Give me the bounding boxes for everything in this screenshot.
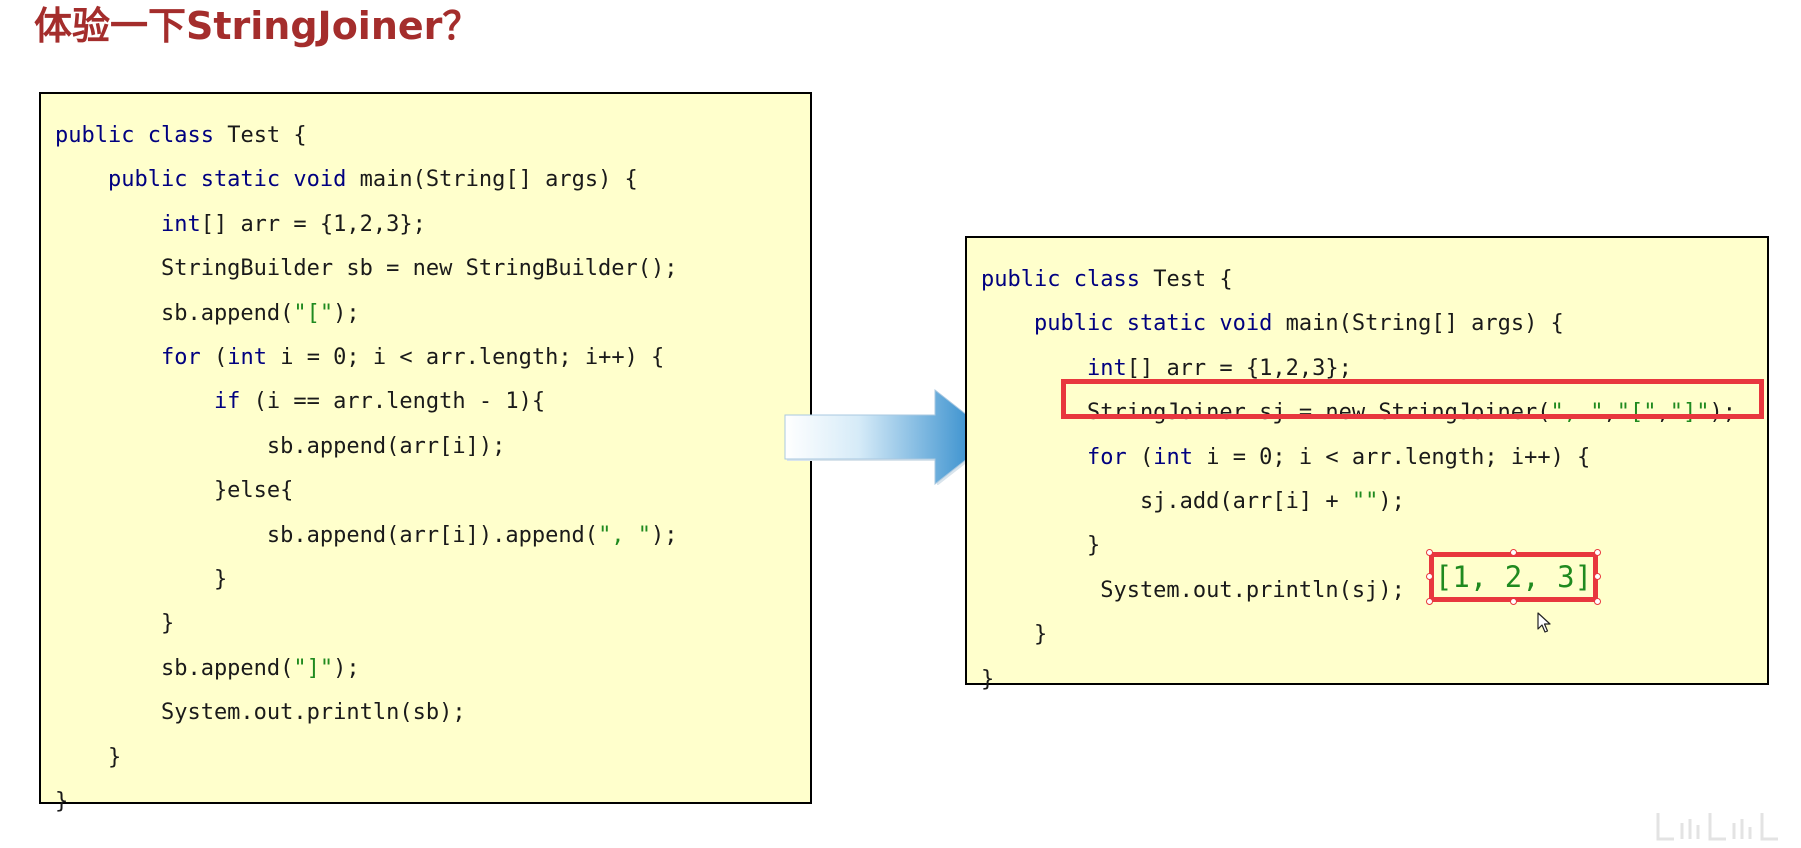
code-line: for (int i = 0; i < arr.length; i++) { [981, 443, 1590, 473]
code-keyword: public class [55, 123, 214, 148]
code-text: main(String[] args) { [346, 167, 638, 193]
code-line: int[] arr = {1,2,3}; [981, 354, 1352, 384]
code-string: "]" [293, 655, 334, 681]
code-text: }else{ [55, 478, 294, 504]
code-line: System.out.println(sj); [981, 576, 1405, 606]
code-text: Test { [213, 123, 307, 148]
code-text: sb.append( [55, 300, 294, 326]
code-text: ); [333, 655, 360, 681]
code-line: public class Test { [55, 121, 307, 151]
code-text: } [981, 666, 995, 692]
code-string: ", " [598, 522, 652, 548]
resize-handle-bottom-right[interactable] [1594, 598, 1601, 605]
code-line: } [981, 665, 994, 695]
code-line: } [55, 565, 227, 595]
code-keyword: if [55, 389, 241, 415]
code-keyword: public class [981, 267, 1140, 292]
code-text: } [55, 744, 122, 770]
resize-handle-top[interactable] [1510, 549, 1517, 556]
code-line: public class Test { [981, 265, 1233, 295]
code-line: sj.add(arr[i] + ""); [981, 487, 1405, 517]
code-text: sb.append( [55, 655, 294, 681]
code-text: ); [651, 522, 678, 548]
code-line: for (int i = 0; i < arr.length; i++) { [55, 343, 664, 373]
code-text: sb.append(arr[i]); [55, 433, 506, 459]
code-line: }else{ [55, 476, 293, 506]
code-keyword: for [981, 444, 1127, 470]
code-text: } [55, 567, 228, 592]
code-line: } [55, 609, 174, 639]
code-line: StringBuilder sb = new StringBuilder(); [55, 254, 678, 284]
code-keyword: for [55, 345, 201, 370]
code-string: "[" [1616, 400, 1657, 426]
code-line: sb.append("["); [55, 299, 360, 329]
code-text: System.out.println(sb); [55, 700, 466, 726]
mouse-cursor-icon [1537, 612, 1551, 633]
code-string: "" [1351, 489, 1379, 514]
code-line: } [981, 531, 1100, 561]
code-text: } [55, 789, 69, 814]
code-text: } [981, 622, 1048, 648]
code-keyword: int [981, 355, 1127, 381]
code-keyword: int [1153, 444, 1193, 470]
code-keyword: int [227, 345, 267, 370]
code-text: ( [200, 345, 228, 370]
resize-handle-left[interactable] [1426, 573, 1433, 580]
code-text: sj.add(arr[i] + [981, 489, 1352, 514]
code-text: [] arr = {1,2,3}; [1126, 355, 1352, 381]
resize-handle-top-left[interactable] [1426, 549, 1433, 556]
resize-handle-bottom[interactable] [1510, 598, 1517, 605]
code-text: Test { [1139, 267, 1233, 292]
code-keyword: public static void [981, 311, 1273, 337]
code-line: } [981, 620, 1047, 650]
output-result[interactable]: [1, 2, 3] [1429, 552, 1598, 602]
code-keyword: public static void [55, 167, 347, 193]
code-line: public static void main(String[] args) { [981, 309, 1564, 339]
code-text: ); [333, 300, 360, 326]
slide-title: 体验一下StringJoiner？ [34, 4, 481, 48]
code-string: "]" [1669, 400, 1710, 426]
code-text: main(String[] args) { [1272, 311, 1564, 337]
code-line: if (i == arr.length - 1){ [55, 387, 545, 417]
code-line: sb.append(arr[i]); [55, 432, 505, 462]
code-line: sb.append(arr[i]).append(", "); [55, 521, 678, 551]
code-text: } [981, 533, 1101, 559]
resize-handle-right[interactable] [1594, 573, 1601, 580]
code-keyword: int [55, 211, 201, 237]
watermark-logo-icon [1656, 813, 1778, 841]
code-string: "[" [293, 300, 334, 326]
code-line: int[] arr = {1,2,3}; [55, 210, 426, 240]
code-line: } [55, 787, 68, 817]
code-text: ( [1126, 444, 1154, 470]
stringjoiner-code-panel: public class Test { public static void m… [965, 236, 1769, 692]
resize-handle-bottom-left[interactable] [1426, 598, 1433, 605]
code-text: [] arr = {1,2,3}; [200, 211, 426, 237]
code-line: sb.append("]"); [55, 654, 360, 684]
code-line: StringJoiner sj = new StringJoiner(", ",… [981, 398, 1736, 428]
resize-handle-top-right[interactable] [1594, 549, 1601, 556]
code-line: } [55, 743, 121, 773]
code-text: ); [1378, 489, 1405, 514]
code-text: ); [1709, 400, 1737, 426]
code-text: i = 0; i < arr.length; i++) { [266, 345, 665, 370]
code-text: StringJoiner sj = new StringJoiner( [981, 400, 1551, 426]
code-text: System.out.println(sj); [981, 577, 1405, 603]
code-line: public static void main(String[] args) { [55, 165, 638, 195]
stringjoiner-line-highlight [1061, 379, 1764, 419]
code-text: sb.append(arr[i]).append( [55, 522, 599, 548]
code-text: StringBuilder sb = new StringBuilder(); [55, 256, 678, 282]
code-line: System.out.println(sb); [55, 698, 466, 728]
stringbuilder-code-panel: public class Test { public static void m… [39, 92, 812, 814]
code-text: (i == arr.length - 1){ [240, 389, 546, 415]
code-text: i = 0; i < arr.length; i++) { [1192, 444, 1591, 470]
code-text: } [55, 611, 175, 637]
